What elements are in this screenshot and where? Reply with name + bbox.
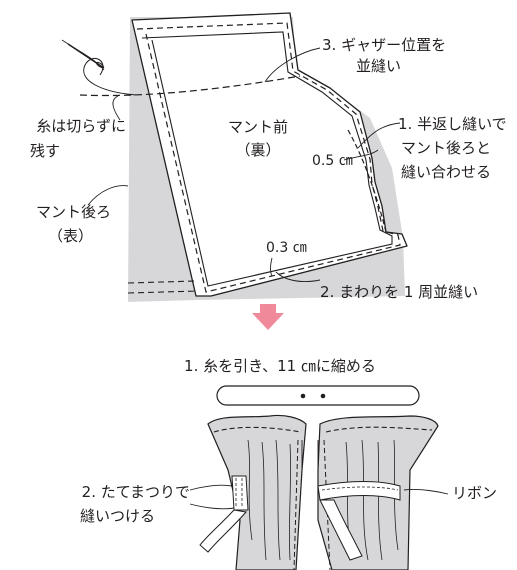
label-step1-line1: 1. 半返し縫いで xyxy=(398,115,507,133)
label-front-line1: マント前 xyxy=(227,118,288,136)
cord-knot-right xyxy=(320,393,326,399)
ribbon-left xyxy=(199,475,249,553)
label-step1-line3: 縫い合わせる xyxy=(401,163,492,181)
gather-stitch-line xyxy=(79,75,301,97)
label-thread-line2: 残す xyxy=(30,142,61,160)
leader-thread xyxy=(112,95,121,121)
leader-05 xyxy=(343,149,379,161)
gather-cord xyxy=(216,385,420,406)
label-back-line1: マント後ろ xyxy=(36,203,112,221)
leader-step3 xyxy=(264,47,321,83)
leader-step1 xyxy=(357,122,401,149)
leader-blind xyxy=(189,484,235,510)
back-hem-stitch xyxy=(127,280,199,294)
leader-ribbon xyxy=(403,489,449,495)
loose-thread xyxy=(83,58,137,96)
label-ribbon: リボン xyxy=(452,484,498,502)
label-blind-line1: 2. たてまつりで xyxy=(81,483,190,501)
leader-back xyxy=(87,185,129,206)
ribbon-right xyxy=(317,481,401,561)
label-seam-05: 0.5 ㎝ xyxy=(312,153,353,169)
label-thread-line1: 糸は切らずに xyxy=(36,117,126,135)
label-back-line2: （表） xyxy=(48,227,94,245)
half-back-stitch-seam xyxy=(347,129,387,233)
leader-03 xyxy=(270,257,273,277)
running-stitch-outline xyxy=(136,22,401,293)
seam-allowance-line xyxy=(141,31,393,287)
cape-front-panel xyxy=(131,12,408,297)
label-step1-line2: マント後ろと xyxy=(401,139,492,157)
label-step2: 2. まわりを 1 周並縫い xyxy=(320,283,479,301)
label-blind-line2: 縫いつける xyxy=(80,507,156,525)
top-band-stitch xyxy=(213,426,433,433)
label-seam-03: 0.3 ㎝ xyxy=(266,240,307,256)
cord-knot-left xyxy=(300,393,306,399)
sewing-needle-icon xyxy=(61,39,105,71)
label-front-line2: （裏） xyxy=(235,141,281,159)
leader-step2 xyxy=(275,271,321,283)
down-arrow-icon xyxy=(252,304,284,330)
label-step3-line1: 3. ギャザー位置を xyxy=(322,36,447,54)
label-gather: 1. 糸を引き、11 ㎝に縮める xyxy=(184,357,376,375)
label-step3-line2: 並縫い xyxy=(356,57,402,75)
gathered-panel-left xyxy=(207,414,307,570)
